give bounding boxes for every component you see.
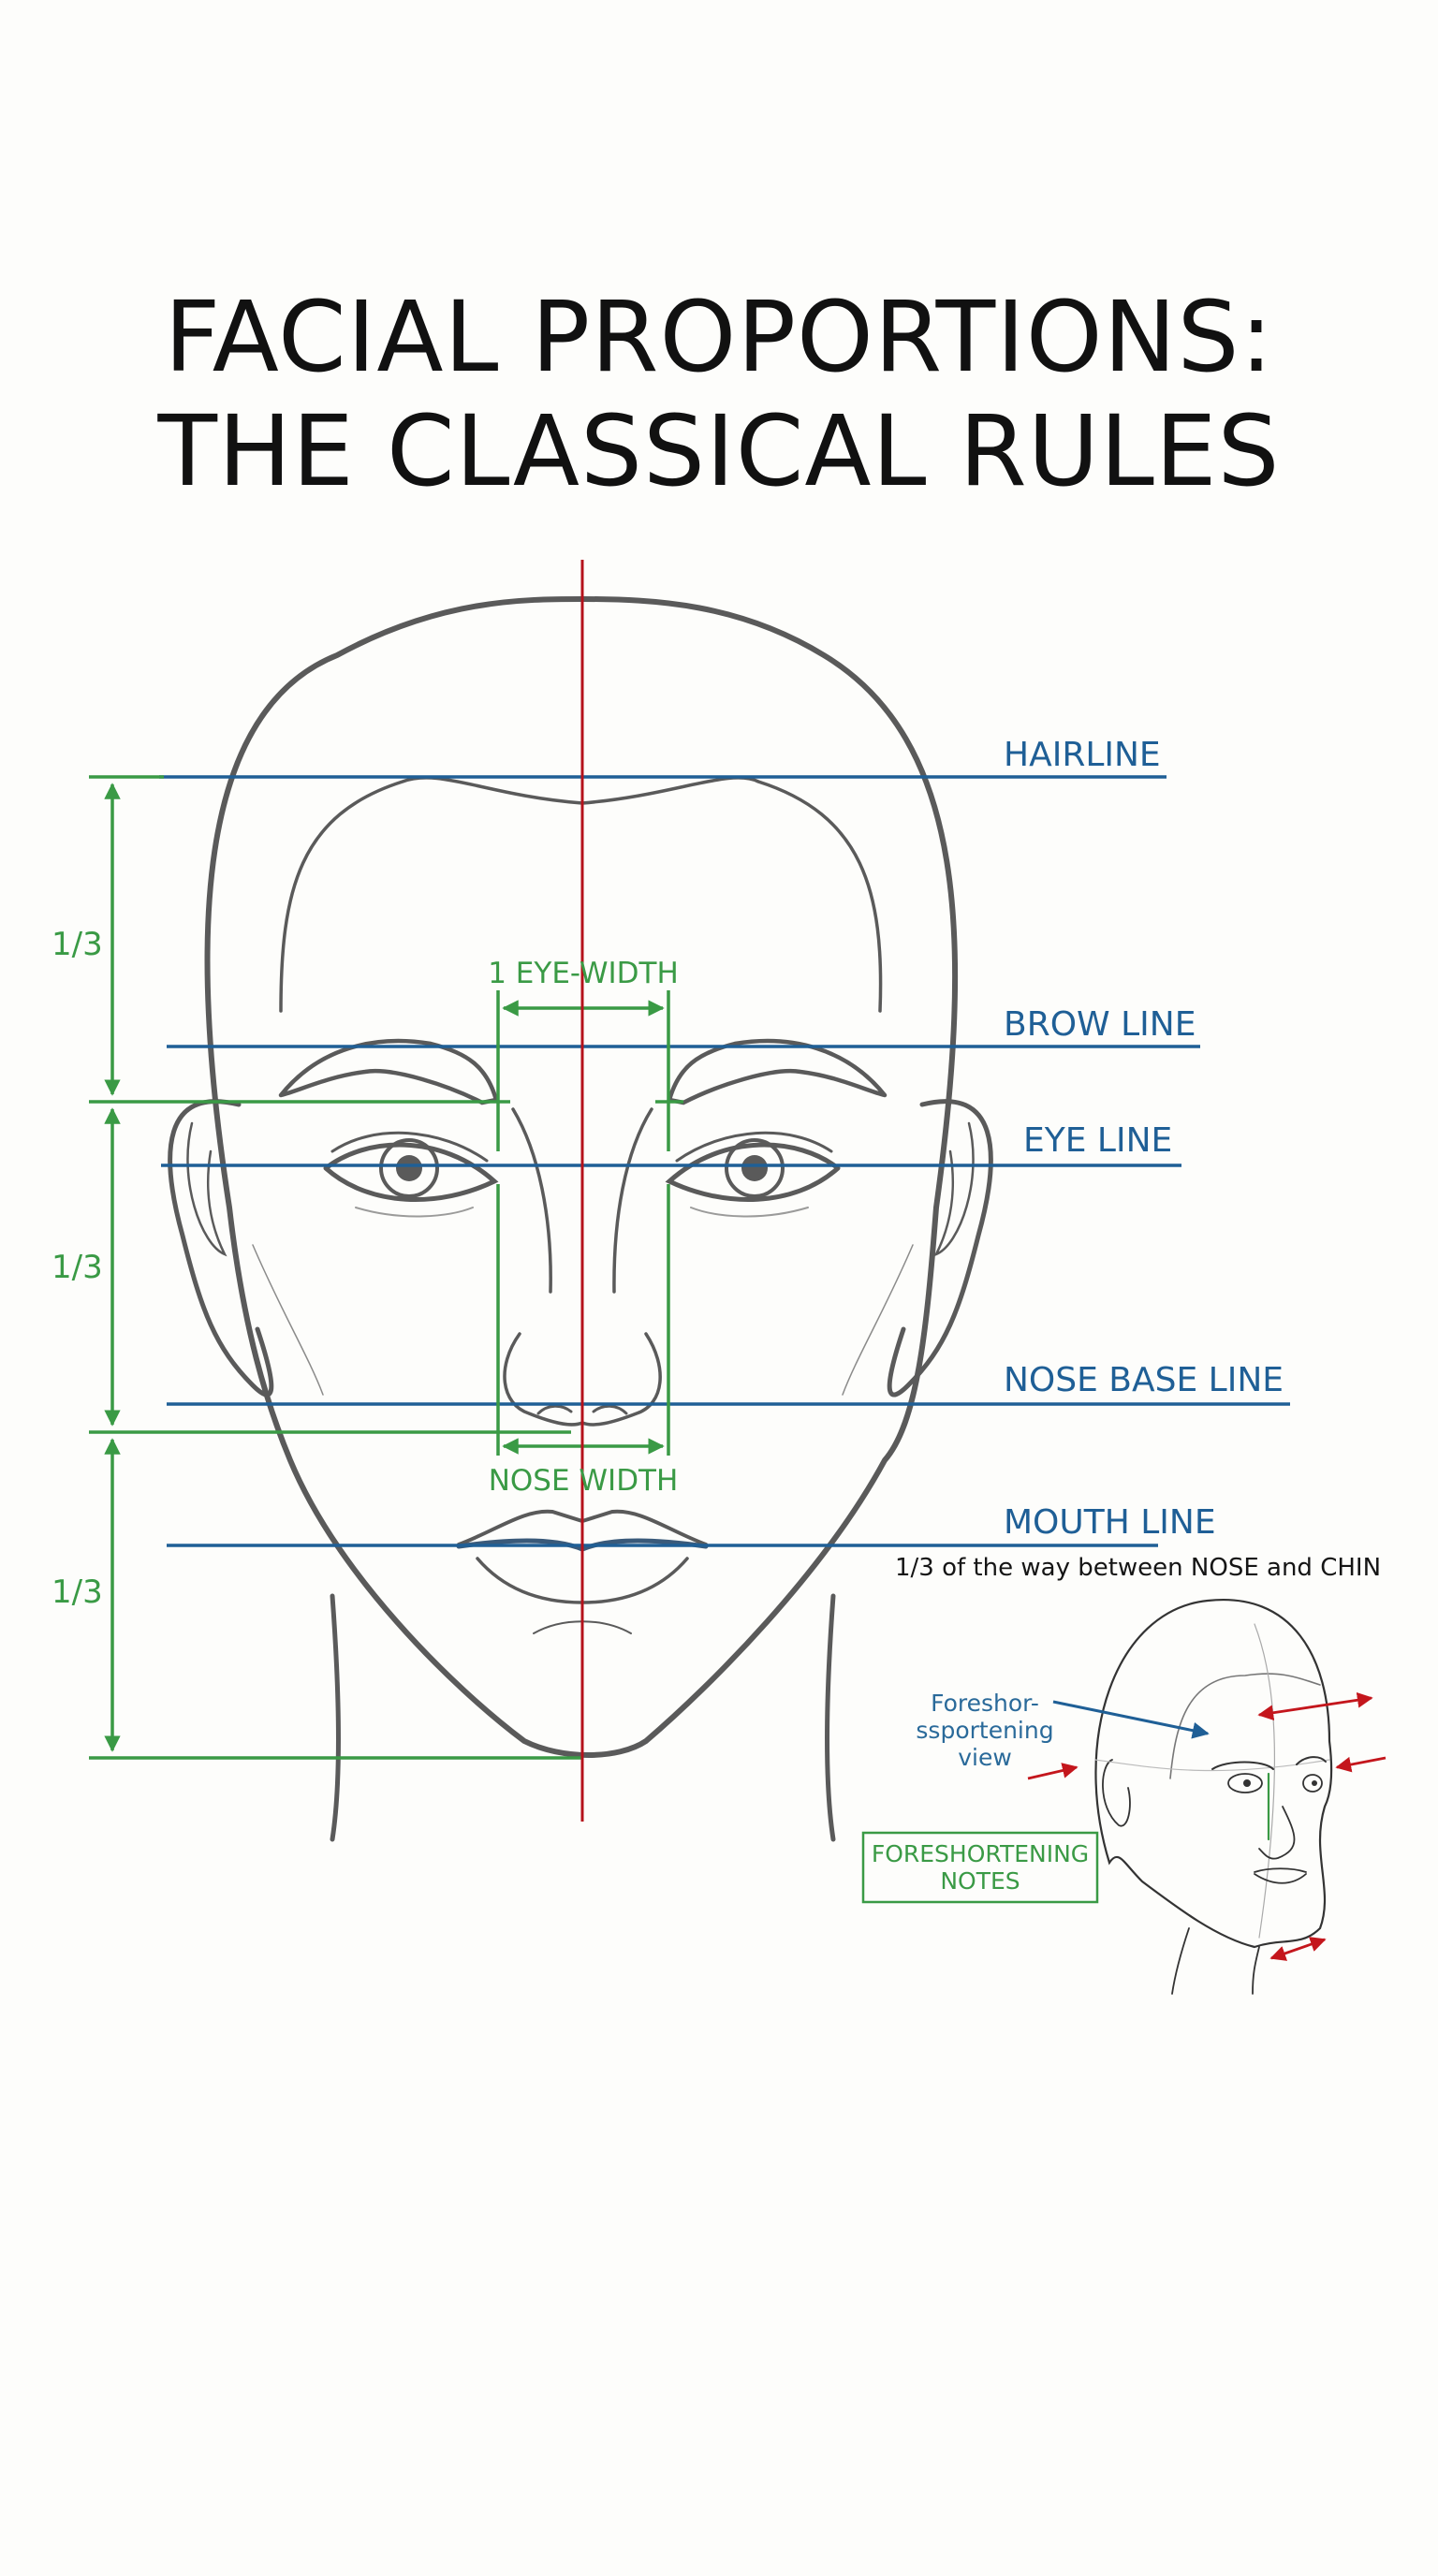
neck-right [825, 1593, 836, 1842]
right-eye-lid [665, 1142, 841, 1202]
foreshortening-notes-box [861, 1831, 1099, 1904]
label-eye-line: EYE LINE [1023, 1121, 1172, 1160]
left-ear [168, 1099, 274, 1398]
label-mouth-line: MOUTH LINE [1004, 1503, 1216, 1542]
neck-left [330, 1593, 341, 1842]
third-label-lower: 1/3 [51, 1573, 103, 1611]
arrow-right-face [1335, 1756, 1387, 1773]
foreshortening-pointer-arrow [1052, 1700, 1210, 1739]
foreshortening-callout-line-1: Foreshor- [931, 1690, 1039, 1717]
three-quarter-ear [1102, 1759, 1131, 1827]
double-arrow-top [1257, 1691, 1373, 1721]
head-outline [204, 595, 959, 1758]
eye-width-label: 1 EYE-WIDTH [488, 957, 679, 990]
left-iris [379, 1138, 439, 1198]
third-label-upper: 1/3 [51, 926, 103, 963]
three-quarter-hairline [1169, 1673, 1321, 1779]
label-nose-base-line: NOSE BASE LINE [1004, 1361, 1284, 1399]
nose-width-label: NOSE WIDTH [489, 1464, 679, 1498]
three-quarter-head-outline [1094, 1598, 1333, 1949]
thirds-markers [89, 775, 683, 1760]
notes-box-line-2: NOTES [940, 1867, 1020, 1895]
guide-lines [159, 775, 1290, 1547]
right-pupil [741, 1155, 768, 1181]
foreshortening-callout-line-2: ssportening [916, 1717, 1053, 1744]
label-brow-line: BROW LINE [1004, 1005, 1196, 1044]
right-iris [725, 1138, 785, 1198]
third-label-middle: 1/3 [51, 1249, 103, 1286]
right-eyebrow [667, 1038, 888, 1105]
title-line-2: THE CLASSICAL RULES [157, 394, 1281, 508]
title-line-1: FACIAL PROPORTIONS: [164, 280, 1274, 394]
left-eye-lid [323, 1142, 499, 1202]
notes-box-line-1: FORESHORTENING [872, 1840, 1089, 1867]
left-eyebrow [278, 1038, 499, 1105]
arrow-left-ear [1027, 1763, 1078, 1780]
left-pupil [396, 1155, 422, 1181]
label-hairline: HAIRLINE [1004, 736, 1161, 774]
main-head-sketch [168, 595, 993, 1842]
double-arrow-neck [1269, 1937, 1327, 1961]
foreshortening-callout-line-3: view [958, 1744, 1012, 1771]
right-ear [887, 1099, 993, 1398]
mouth-line-note: 1/3 of the way between NOSE and CHIN [895, 1554, 1381, 1582]
foreshortening-head-sketch [1094, 1598, 1333, 1995]
foreshortening-arrows [1027, 1691, 1387, 1961]
